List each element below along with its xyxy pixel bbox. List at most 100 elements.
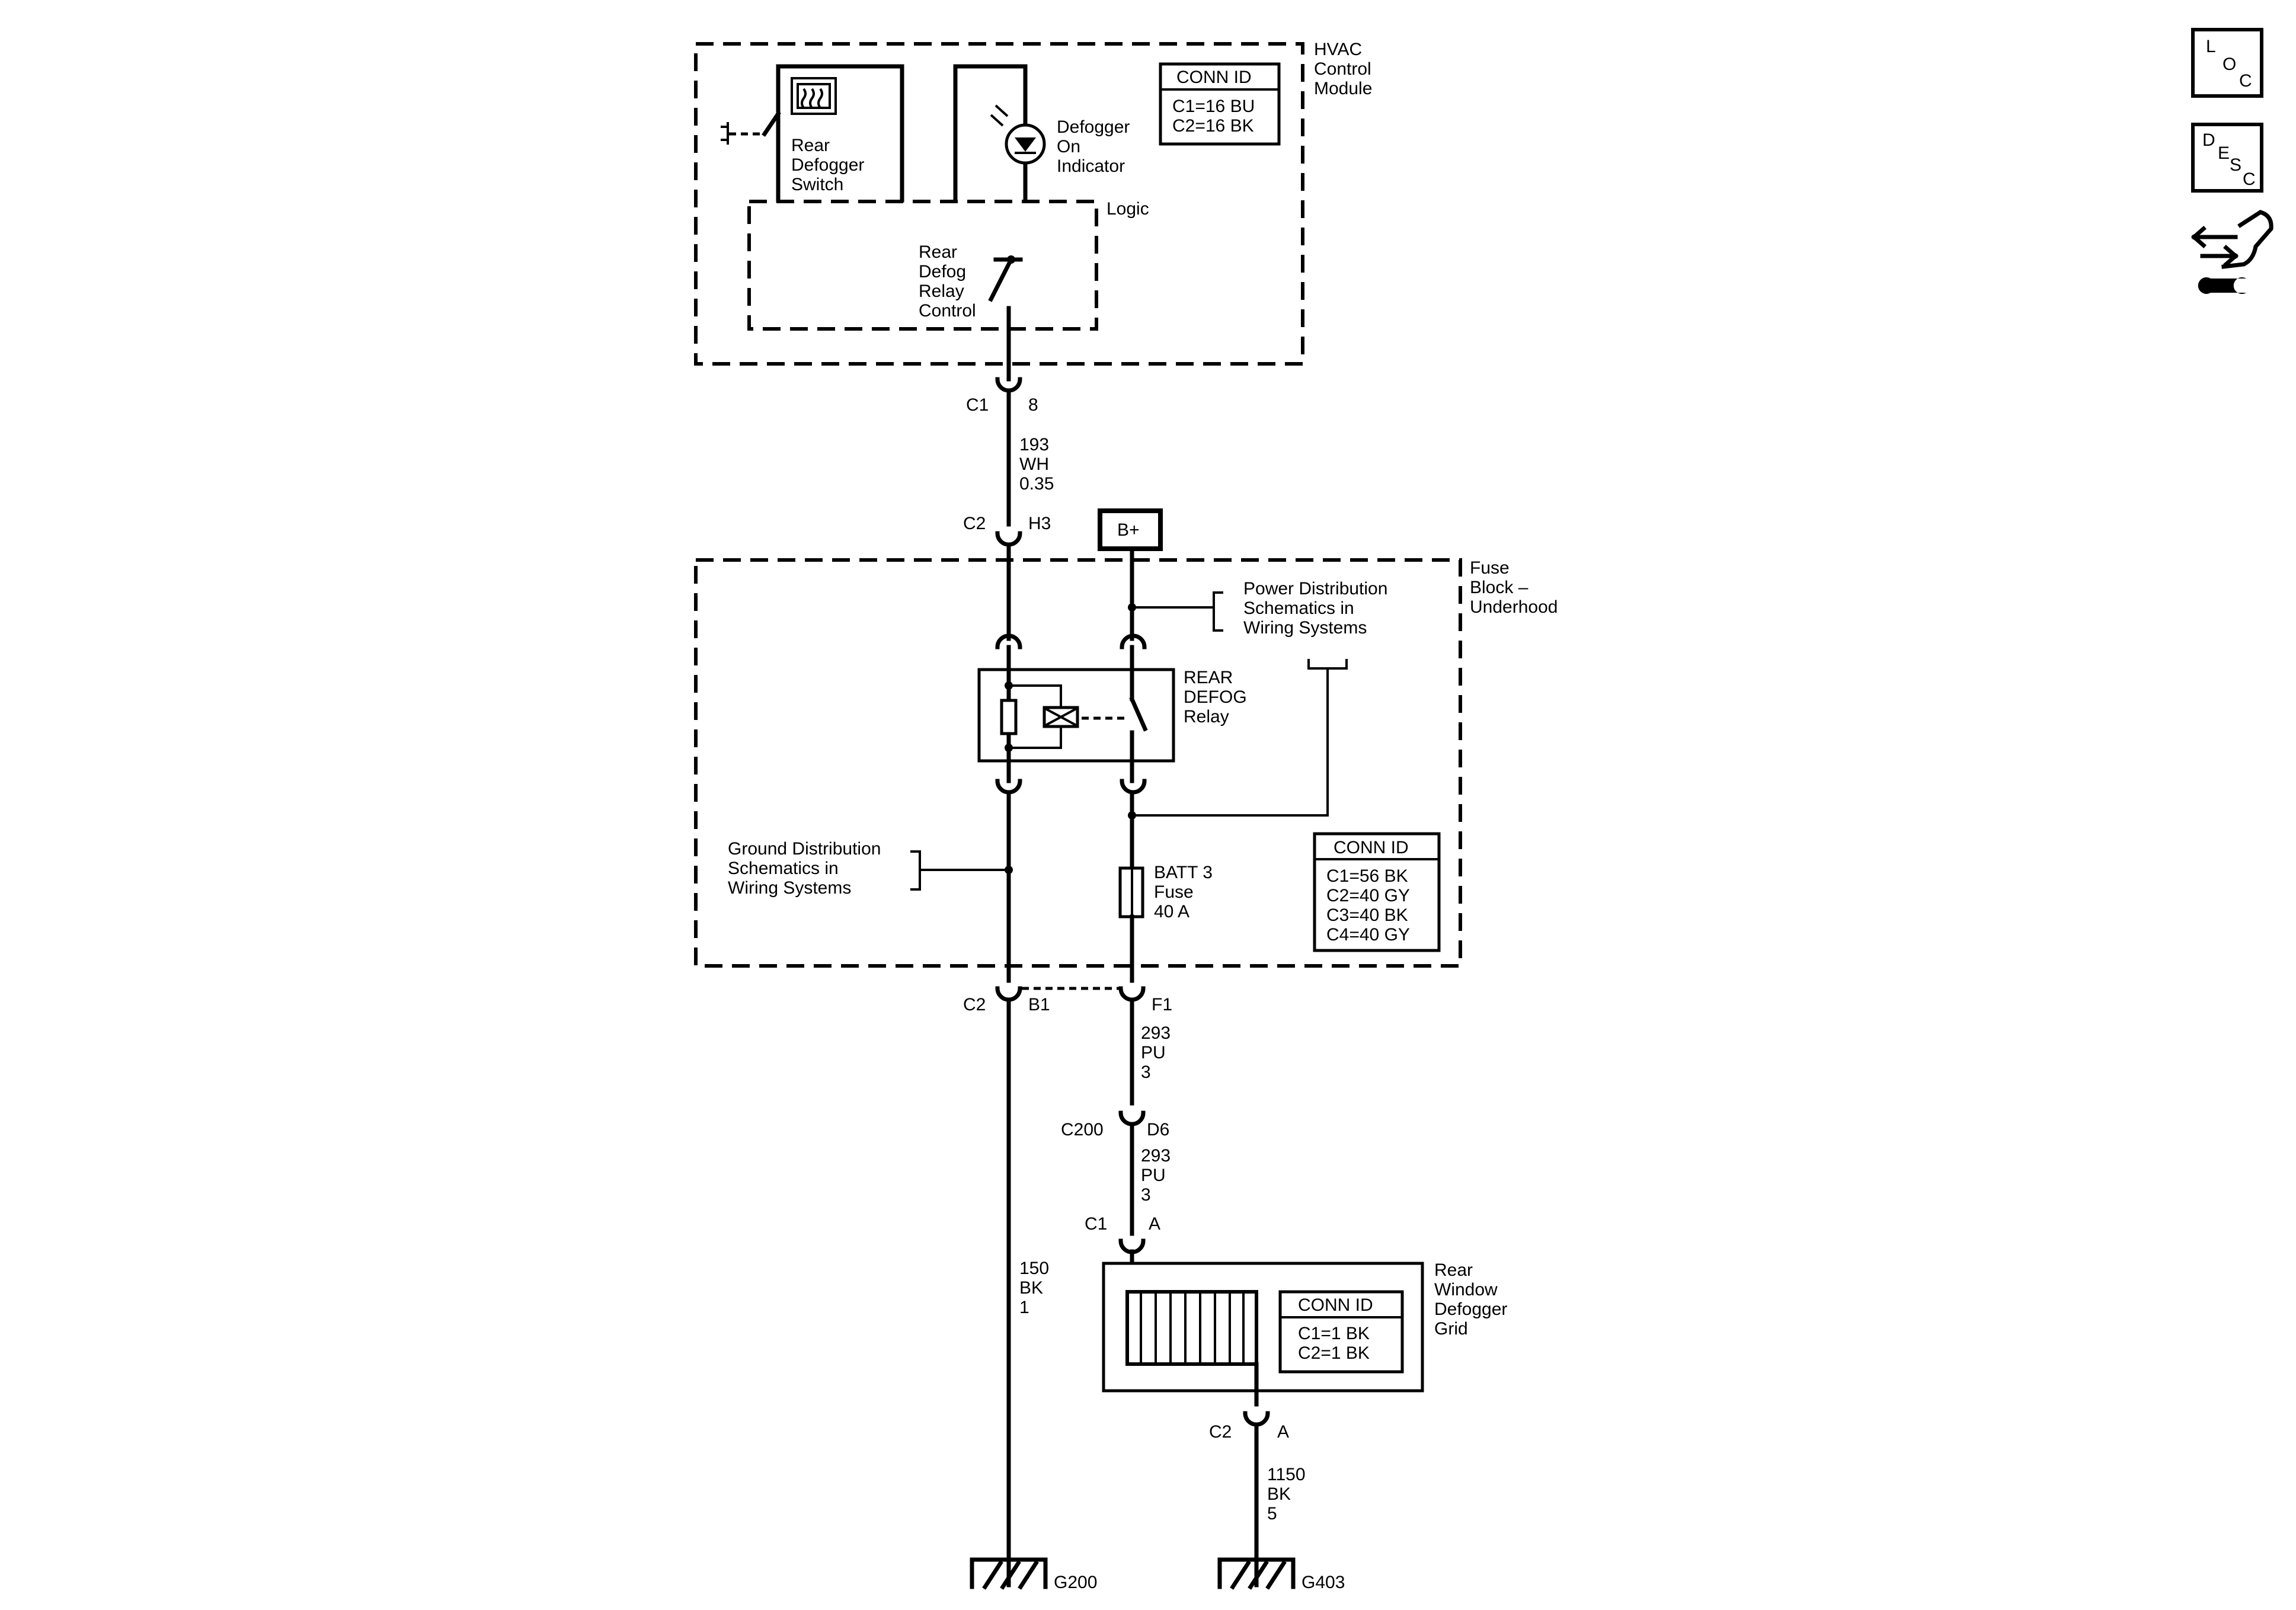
loc-letter-o: O bbox=[2223, 55, 2236, 74]
relay-label-2: DEFOG bbox=[1184, 687, 1247, 707]
fuse-block-conn-id-table: CONN ID C1=56 BK C2=40 GY C3=40 BK C4=40… bbox=[1313, 832, 1441, 952]
loc-button[interactable]: L O C bbox=[2191, 28, 2263, 98]
hvac-title-3: Module bbox=[1314, 79, 1372, 98]
loc-letter-c: C bbox=[2239, 71, 2252, 91]
fuse-block-title-2: Block – bbox=[1470, 578, 1528, 597]
fb-conn-id-title: CONN ID bbox=[1334, 838, 1409, 857]
batt3-fuse: BATT 3 Fuse 40 A bbox=[1118, 863, 1213, 921]
heating-grid-icon bbox=[1125, 1290, 1258, 1366]
hvac-c1-pin: 8 bbox=[1028, 395, 1038, 415]
fb-conn-id-c1: C1=56 BK bbox=[1326, 866, 1408, 886]
wire-193-color: WH bbox=[1019, 454, 1049, 474]
logic-label: Logic bbox=[1107, 199, 1149, 219]
hvac-conn-id-title: CONN ID bbox=[1176, 68, 1252, 87]
fb-conn-id-c4: C4=40 GY bbox=[1326, 925, 1410, 945]
ground-dist-label-1: Ground Distribution bbox=[728, 839, 881, 859]
c200-pin: D6 bbox=[1147, 1120, 1169, 1140]
ground-g403-label: G403 bbox=[1302, 1573, 1345, 1592]
connector-grid-c2 bbox=[1243, 1411, 1270, 1427]
grid-title-1: Rear bbox=[1434, 1260, 1473, 1280]
hvac-conn-id-c2: C2=16 BK bbox=[1172, 116, 1254, 136]
grid-conn-id-table: CONN ID C1=1 BK C2=1 BK bbox=[1278, 1290, 1404, 1374]
relay-control-label-1: Rear bbox=[919, 242, 957, 262]
grid-c1-pin: A bbox=[1149, 1214, 1160, 1234]
wire-193-size: 0.35 bbox=[1019, 474, 1054, 494]
connector-fb-c2-h3 bbox=[995, 531, 1022, 547]
grid-conn-id-c2: C2=1 BK bbox=[1298, 1343, 1370, 1363]
battery-label: B+ bbox=[1117, 520, 1140, 540]
fuse-label-2: Fuse bbox=[1154, 882, 1194, 902]
wire-1150-color: BK bbox=[1267, 1484, 1291, 1504]
wire-293a-num: 293 bbox=[1141, 1023, 1171, 1043]
grid-conn-id-c1: C1=1 BK bbox=[1298, 1324, 1370, 1343]
grid-conn-id-title: CONN ID bbox=[1298, 1295, 1373, 1315]
loc-letter-l: L bbox=[2206, 37, 2216, 56]
wire-1150-num: 1150 bbox=[1267, 1465, 1306, 1484]
connector-c200 bbox=[1118, 1110, 1146, 1126]
relay-control-label-3: Relay bbox=[919, 281, 964, 301]
connector-fb-c2-b1 bbox=[995, 986, 1022, 1002]
indicator-label-2: On bbox=[1057, 137, 1080, 156]
wire-293a-size: 3 bbox=[1141, 1062, 1151, 1082]
fb-c2-h3-conn: C2 bbox=[963, 514, 986, 533]
indicator-label-3: Indicator bbox=[1057, 156, 1125, 176]
wire-293b-size: 3 bbox=[1141, 1185, 1151, 1205]
fuse-label-1: BATT 3 bbox=[1154, 863, 1213, 882]
fb-f1-pin: F1 bbox=[1152, 995, 1172, 1014]
power-dist-label-2: Schematics in bbox=[1243, 598, 1354, 618]
relay-label-3: Relay bbox=[1184, 707, 1229, 726]
power-dist-label-3: Wiring Systems bbox=[1243, 618, 1367, 638]
loc-icon[interactable] bbox=[2191, 28, 2263, 98]
hand-wrench-icon[interactable] bbox=[2191, 210, 2273, 295]
hvac-conn-id-c1: C1=16 BU bbox=[1172, 97, 1255, 116]
rear-defogger-switch: Rear Defogger Switch bbox=[721, 64, 904, 203]
hvac-control-module: HVAC Control Module CONN ID C1=16 BU C2=… bbox=[694, 40, 1372, 366]
grid-title-3: Defogger bbox=[1434, 1299, 1507, 1319]
fb-c2-b1-pin: B1 bbox=[1028, 995, 1050, 1014]
fuse-block-underhood: Fuse Block – Underhood Power Distributio… bbox=[694, 543, 1558, 983]
switch-label-2: Defogger bbox=[791, 155, 864, 175]
relay-control-label-2: Defog bbox=[919, 262, 966, 281]
wire-150-size: 1 bbox=[1019, 1298, 1029, 1317]
grid-c2-conn: C2 bbox=[1209, 1422, 1232, 1442]
grid-title-2: Window bbox=[1434, 1280, 1498, 1299]
desc-icon[interactable] bbox=[2191, 123, 2263, 193]
relay-control-label-4: Control bbox=[919, 301, 976, 321]
ground-g403-icon bbox=[1217, 1557, 1296, 1590]
desc-letter-e: E bbox=[2218, 143, 2230, 163]
connector-fb-f1 bbox=[1118, 986, 1146, 1002]
ground-dist-label-3: Wiring Systems bbox=[728, 878, 851, 898]
desc-button[interactable]: D E S C bbox=[2191, 123, 2263, 193]
power-dist-label-1: Power Distribution bbox=[1243, 579, 1387, 598]
desc-letter-s: S bbox=[2230, 155, 2241, 175]
rear-defog-relay: REAR DEFOG Relay bbox=[977, 667, 1247, 763]
relay-resistor-icon bbox=[1000, 699, 1018, 735]
switch-label-1: Rear bbox=[791, 136, 830, 155]
defrost-icon bbox=[801, 88, 823, 109]
wire-150-num: 150 bbox=[1019, 1259, 1049, 1278]
indicator-label-1: Defogger bbox=[1057, 117, 1130, 137]
fuse-block-outline bbox=[694, 558, 1462, 968]
hvac-title-1: HVAC bbox=[1314, 40, 1362, 59]
hvac-title-2: Control bbox=[1314, 59, 1371, 79]
ground-g200-label: G200 bbox=[1054, 1573, 1097, 1592]
rear-window-defogger-grid: Rear Window Defogger Grid CONN ID C1=1 B… bbox=[1102, 1260, 1507, 1407]
battery-positive: B+ bbox=[1098, 508, 1163, 551]
grid-c2-pin: A bbox=[1277, 1422, 1289, 1442]
fuse-label-3: 40 A bbox=[1154, 902, 1189, 921]
fb-conn-id-c3: C3=40 BK bbox=[1326, 905, 1408, 925]
hvac-conn-id-table: CONN ID C1=16 BU C2=16 BK bbox=[1159, 62, 1281, 146]
wire-1150-size: 5 bbox=[1267, 1504, 1277, 1523]
hvac-module-outline bbox=[694, 42, 1304, 366]
logic-block: Logic Rear Defog Relay Control bbox=[747, 199, 1149, 331]
fb-c2-b1-conn: C2 bbox=[963, 995, 986, 1014]
grid-title-4: Grid bbox=[1434, 1319, 1468, 1339]
desc-letter-d: D bbox=[2202, 130, 2215, 150]
fuse-block-title-1: Fuse bbox=[1470, 558, 1510, 578]
hvac-c1-conn: C1 bbox=[966, 395, 989, 415]
wire-150-color: BK bbox=[1019, 1278, 1043, 1298]
wire-293b-color: PU bbox=[1141, 1166, 1166, 1185]
desc-letter-c: C bbox=[2243, 169, 2256, 189]
wire-193-num: 193 bbox=[1019, 435, 1049, 454]
